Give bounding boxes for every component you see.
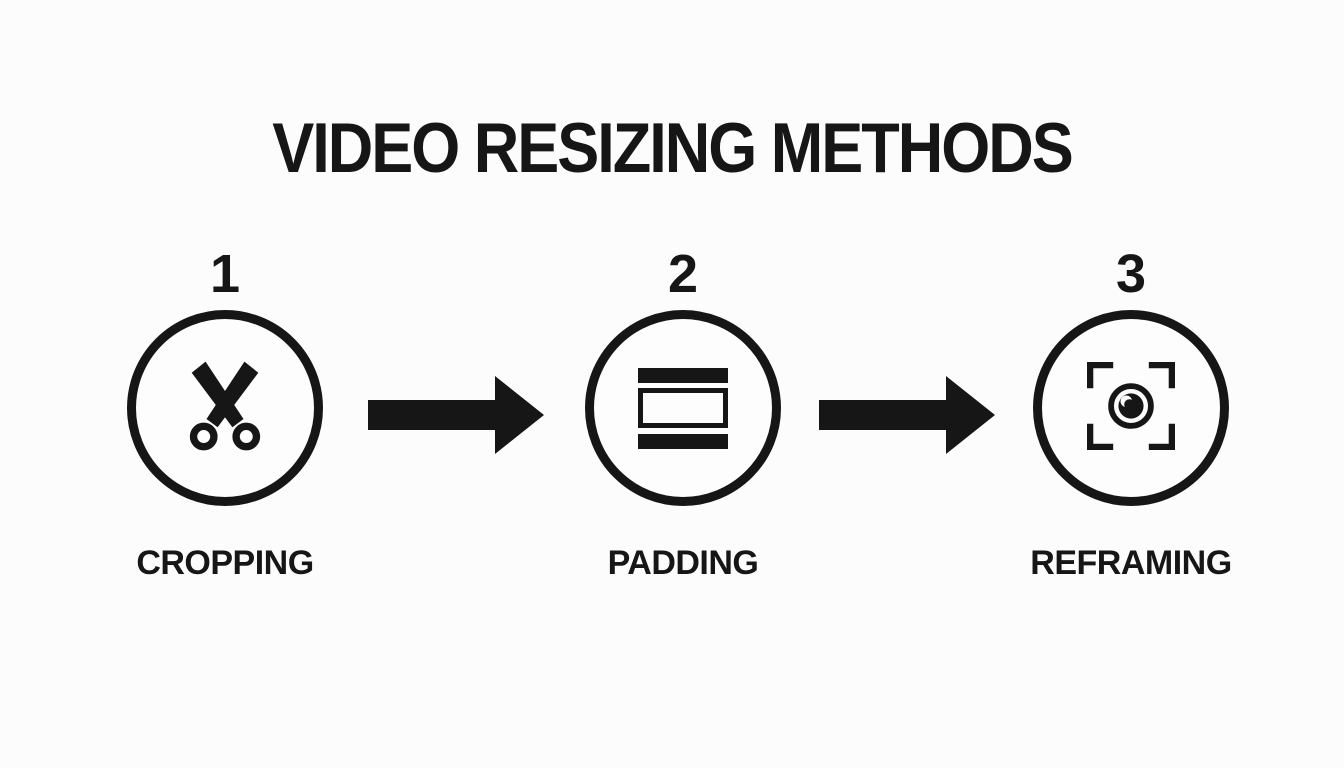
letterbox-video-frame bbox=[638, 388, 728, 428]
step-number: 2 bbox=[667, 244, 699, 304]
page-title: VIDEO RESIZING METHODS bbox=[272, 109, 1074, 188]
focus-eye-icon bbox=[1087, 361, 1175, 455]
step-label: REFRAMING bbox=[1030, 544, 1232, 582]
arrow-right-icon bbox=[368, 376, 544, 454]
step-number: 3 bbox=[1115, 244, 1147, 304]
step-circle bbox=[1033, 310, 1229, 506]
step-circle bbox=[127, 310, 323, 506]
step-circle bbox=[585, 310, 781, 506]
letterbox-bottom-bar bbox=[638, 433, 728, 449]
step-padding: 2 PADDING bbox=[523, 246, 843, 583]
step-label: PADDING bbox=[607, 544, 759, 582]
step-reframing: 3 REFRAMING bbox=[971, 246, 1291, 583]
step-cropping: 1 CROPPING bbox=[65, 246, 385, 583]
step-number: 1 bbox=[209, 244, 241, 304]
letterbox-icon bbox=[638, 367, 728, 449]
arrow-right-icon bbox=[819, 376, 995, 454]
letterbox-top-bar bbox=[638, 367, 728, 383]
scissors-icon bbox=[188, 361, 262, 456]
step-label: CROPPING bbox=[136, 544, 314, 582]
